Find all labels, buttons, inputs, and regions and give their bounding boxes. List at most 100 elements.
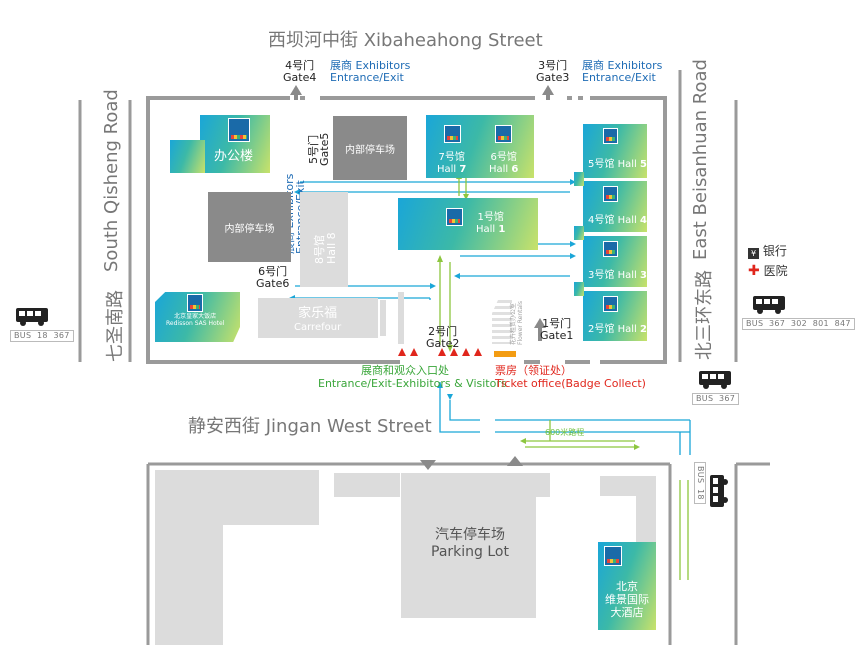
flower-en: Flower Rentals [517, 301, 524, 345]
gate2-cn: 2号门 [428, 325, 458, 338]
hall6-en: Hall [489, 164, 509, 175]
hall3-num: 3 [639, 270, 647, 281]
hall8-building[interactable] [300, 192, 348, 287]
internal-parking-west[interactable]: 内部停车场 [208, 192, 291, 262]
bus-route: 367 [719, 394, 736, 403]
fair-logo-icon [603, 128, 618, 144]
gate1-en: Gate1 [540, 329, 574, 342]
hall-connector [574, 282, 584, 296]
flower-cn: 花卉租赁办公室 [510, 302, 517, 345]
gate6-cn: 6号门 [258, 265, 288, 278]
hotel-annex-top [600, 476, 656, 496]
visitor-entrance-label: 展商和观众入口处 Entrance/Exit-Exhibitors & Visi… [318, 364, 507, 390]
hall7-num: 7 [459, 164, 467, 175]
exhibitor-cn: 展商 Exhibitors [330, 59, 411, 72]
gate2-label[interactable]: 2号门 Gate2 [426, 326, 459, 350]
hall4-num: 4 [639, 215, 647, 226]
south-street-name: 静安西街 Jingan West Street [188, 416, 432, 437]
hall7-en: Hall [437, 164, 457, 175]
parking-lot-cn: 汽车停车场 [434, 527, 505, 543]
legend-hospital-label: 医院 [763, 264, 788, 278]
carrefour-building[interactable] [258, 298, 378, 338]
hall3-en: Hall [617, 270, 637, 281]
flower-rental-building [492, 300, 512, 344]
flower-rental-label: 花卉租赁办公室 Flower Rentals [510, 301, 524, 345]
lower-small-building [334, 473, 400, 497]
gate3-en: Gate3 [536, 71, 570, 84]
hall-connector [574, 226, 584, 240]
bus-word: BUS [696, 394, 714, 403]
hall5-num: 5 [639, 159, 647, 170]
bus-route: 302 [790, 319, 808, 328]
gate4-exhibitor-label: 展商 Exhibitors Entrance/Exit [330, 60, 410, 84]
gate5-en: Gate5 [318, 132, 331, 166]
hall5-label: 5号馆 Hall 5 [588, 159, 647, 171]
bus-stop-southeast: BUS 367 [692, 393, 740, 405]
carrefour-edge [380, 300, 386, 336]
ticket-office-en: Ticket office(Badge Collect) [495, 377, 646, 390]
hall3-label: 3号馆 Hall 3 [588, 270, 647, 282]
bus-icon [16, 308, 48, 326]
gate6-label[interactable]: 6号门 Gate6 [256, 266, 289, 290]
bus-route: 18 [37, 331, 48, 340]
hall4-label: 4号馆 Hall 4 [588, 215, 647, 227]
legend-hospital: ✚ 医院 [748, 262, 788, 279]
bus-stop-east-vertical: BUS 18 [694, 462, 706, 504]
gate5-label[interactable]: 5号门 Gate5 [307, 132, 331, 166]
north-street-name: 西坝河中街 Xibaheahong Street [268, 30, 543, 51]
gate6-en: Gate6 [256, 277, 290, 290]
parking-lot-en: Parking Lot [431, 544, 509, 560]
carrefour-label: 家乐福 Carrefour [294, 307, 341, 335]
radisson-cn: 北京皇家大饭店 [174, 313, 217, 320]
hotel-cn-3: 大酒店 [610, 606, 644, 619]
hall6-label: 6号馆 Hall 6 [489, 152, 518, 176]
bus-route: 801 [812, 319, 829, 328]
gate3-label[interactable]: 3号门 Gate3 [536, 60, 569, 84]
gate4-label[interactable]: 4号门 Gate4 [283, 60, 316, 84]
parking-lot-edge [536, 473, 550, 497]
hall5-cn: 5号馆 [588, 159, 615, 170]
west-street-name-en: South Qisheng Road [101, 89, 122, 272]
gate1-label[interactable]: 1号门 Gate1 [540, 318, 573, 342]
west-street-name-cn: 七圣南路 [105, 290, 126, 362]
carrefour-pillar [398, 292, 404, 344]
hotel-cn-2: 维景国际 [605, 593, 649, 606]
office-building-wing [170, 140, 205, 173]
hall8-label: 8号馆 Hall 8 [313, 232, 338, 264]
hall4-en: Hall [617, 215, 637, 226]
east-street-name-cn: 北三环东路 [694, 270, 715, 360]
gate3-cn: 3号门 [538, 59, 568, 72]
parking-lot[interactable] [401, 473, 536, 618]
gate4-en: Gate4 [283, 71, 317, 84]
bus-stop-east: BUS 367 302 801 847 [742, 318, 855, 330]
hall6-cn: 6号馆 [490, 152, 517, 163]
hall4-cn: 4号馆 [588, 215, 615, 226]
bus-route: 367 [769, 319, 786, 328]
fair-logo-icon [444, 125, 461, 143]
ticket-office-label: 票房（领证处） Ticket office(Badge Collect) [495, 364, 646, 390]
carrefour-cn: 家乐福 [298, 306, 338, 321]
radisson-en: Redisson SAS Hotel [166, 320, 225, 327]
hall6-num: 6 [511, 164, 519, 175]
office-label: 办公楼 [214, 149, 254, 164]
internal-parking-north[interactable]: 内部停车场 [333, 116, 407, 180]
hall1-building[interactable] [398, 198, 538, 250]
fair-logo-icon [228, 118, 250, 142]
carrefour-en: Carrefour [294, 322, 342, 333]
fair-logo-icon [603, 296, 618, 312]
fair-logo-icon [187, 294, 203, 312]
hall2-cn: 2号馆 [588, 324, 615, 335]
visitor-entrance-en: Entrance/Exit-Exhibitors & Visitors [318, 377, 507, 390]
hall2-num: 2 [639, 324, 647, 335]
hotel-annex-side [636, 496, 656, 544]
hospital-cross-icon: ✚ [748, 263, 760, 279]
exhibitor-en: Entrance/Exit [582, 71, 656, 84]
bank-icon: ¥ [748, 248, 759, 259]
gate1-cn: 1号门 [542, 317, 572, 330]
legend-bank: ¥ 银行 [748, 242, 787, 259]
fair-logo-icon [446, 208, 463, 226]
fair-logo-icon [495, 125, 512, 143]
bus-icon [710, 475, 728, 507]
fair-logo-icon [603, 241, 618, 257]
